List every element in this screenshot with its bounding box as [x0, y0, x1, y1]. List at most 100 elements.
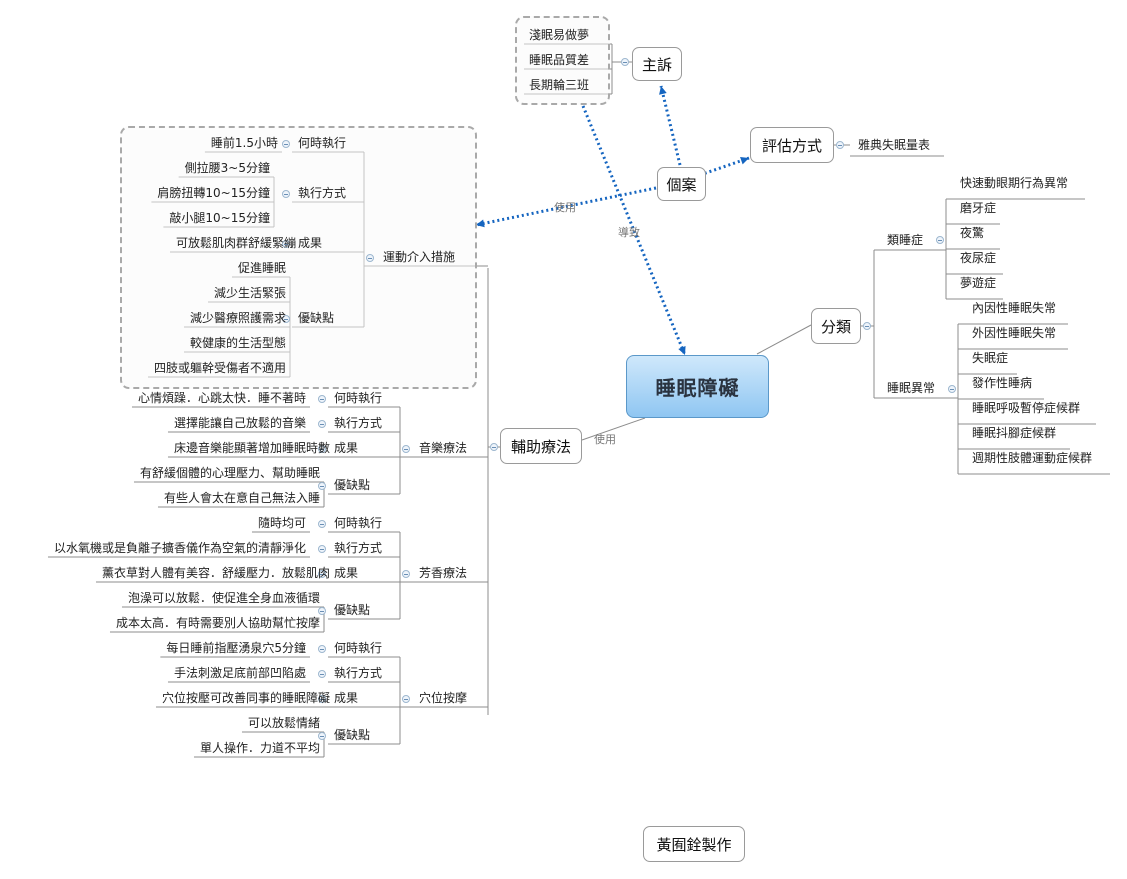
exercise-result-item[interactable]: 可放鬆肌肉群舒緩緊繃	[175, 236, 296, 250]
music-when-item[interactable]: 心情煩躁．心跳太快．睡不著時	[137, 391, 306, 405]
music-how-toggle-icon[interactable]	[318, 420, 326, 428]
aroma-proscons-item[interactable]: 泡澡可以放鬆．使促進全身血液循環	[127, 591, 320, 605]
exercise-topic-label[interactable]: 運動介入措施	[383, 250, 456, 264]
dyssomnia-toggle-icon[interactable]	[948, 385, 956, 393]
parasomnia-label[interactable]: 類睡症	[887, 233, 924, 247]
dyssomnia-item[interactable]: 睡眠呼吸暫停症候群	[972, 401, 1081, 415]
exercise-how-item[interactable]: 敲小腿10~15分鐘	[169, 211, 270, 225]
acupressure-result-label[interactable]: 成果	[334, 691, 359, 705]
acupressure-how-label[interactable]: 執行方式	[334, 666, 383, 680]
complaint-node[interactable]: 主訴	[632, 47, 682, 81]
rel-arrow-exercise	[475, 186, 657, 227]
arrow-head-icon	[659, 86, 667, 95]
acupressure-how-item[interactable]: 手法刺激足底前部凹陷處	[173, 666, 306, 680]
aroma-when-toggle-icon[interactable]	[318, 520, 326, 528]
acupressure-when-item[interactable]: 每日睡前指壓湧泉穴5分鐘	[166, 641, 306, 655]
exercise-how-toggle-icon[interactable]	[282, 190, 290, 198]
dyssomnia-item[interactable]: 失眠症	[972, 351, 1009, 365]
exercise-how-item[interactable]: 肩膀扭轉10~15分鐘	[157, 186, 270, 200]
music-proscons-toggle-icon[interactable]	[318, 482, 326, 490]
aroma-result-toggle-icon[interactable]	[318, 570, 326, 578]
music-toggle-icon[interactable]	[402, 445, 410, 453]
acupressure-topic-label[interactable]: 穴位按摩	[419, 691, 468, 705]
music-when-label[interactable]: 何時執行	[334, 391, 383, 405]
aroma-topic-label[interactable]: 芳香療法	[419, 566, 468, 580]
aroma-proscons-item[interactable]: 成本太高．有時需要別人協助幫忙按摩	[115, 616, 320, 630]
acupressure-result-toggle-icon[interactable]	[318, 695, 326, 703]
aroma-result-item[interactable]: 薰衣草對人體有美容．舒緩壓力．放鬆肌肉	[101, 566, 330, 580]
dyssomnia-label[interactable]: 睡眠異常	[887, 381, 936, 395]
dyssomnia-item[interactable]: 睡眠抖腳症候群	[972, 426, 1057, 440]
parasomnia-item[interactable]: 夢遊症	[960, 276, 997, 290]
acupressure-proscons-item[interactable]: 可以放鬆情緒	[247, 716, 320, 730]
complaint-toggle-icon[interactable]	[621, 58, 629, 66]
aroma-proscons-label[interactable]: 優缺點	[334, 603, 371, 617]
exercise-proscons-item[interactable]: 減少生活緊張	[213, 286, 286, 300]
aroma-result-label[interactable]: 成果	[334, 566, 359, 580]
aroma-when-item[interactable]: 隨時均可	[257, 516, 306, 530]
parasomnia-item[interactable]: 快速動眼期行為異常	[960, 176, 1069, 190]
dyssomnia-item[interactable]: 發作性睡病	[972, 376, 1033, 390]
complaint-item[interactable]: 睡眠品質差	[529, 53, 590, 67]
therapy-node[interactable]: 輔助療法	[500, 428, 582, 464]
author-credit[interactable]: 黃囿銓製作	[643, 826, 745, 862]
music-how-item[interactable]: 選擇能讓自己放鬆的音樂	[173, 416, 306, 430]
aroma-how-label[interactable]: 執行方式	[334, 541, 383, 555]
exercise-proscons-item[interactable]: 四肢或軀幹受傷者不適用	[153, 361, 286, 375]
exercise-proscons-item[interactable]: 較健康的生活型態	[189, 336, 286, 350]
exercise-when-item[interactable]: 睡前1.5小時	[210, 136, 278, 150]
acupressure-when-toggle-icon[interactable]	[318, 645, 326, 653]
aroma-proscons-toggle-icon[interactable]	[318, 607, 326, 615]
music-proscons-item[interactable]: 有舒緩個體的心理壓力、幫助睡眠	[139, 466, 320, 480]
parasomnia-item[interactable]: 磨牙症	[960, 201, 997, 215]
music-result-item[interactable]: 床邊音樂能顯著增加睡眠時數	[173, 441, 330, 455]
aroma-how-item[interactable]: 以水氧機或是負離子擴香儀作為空氣的清靜淨化	[53, 541, 306, 555]
arrow-head-icon	[740, 156, 749, 165]
therapy-toggle-icon[interactable]	[490, 443, 498, 451]
exercise-when-toggle-icon[interactable]	[282, 140, 290, 148]
acupressure-toggle-icon[interactable]	[402, 695, 410, 703]
music-when-toggle-icon[interactable]	[318, 395, 326, 403]
acupressure-proscons-label[interactable]: 優缺點	[334, 728, 371, 742]
complaint-item[interactable]: 淺眠易做夢	[529, 28, 590, 42]
dyssomnia-item[interactable]: 週期性肢體運動症候群	[972, 451, 1093, 465]
aroma-how-toggle-icon[interactable]	[318, 545, 326, 553]
music-proscons-label[interactable]: 優缺點	[334, 478, 371, 492]
aroma-when-label[interactable]: 何時執行	[334, 516, 383, 530]
exercise-how-item[interactable]: 側拉腰3~5分鐘	[184, 161, 270, 175]
music-result-toggle-icon[interactable]	[318, 445, 326, 453]
acupressure-proscons-toggle-icon[interactable]	[318, 732, 326, 740]
complaint-item[interactable]: 長期輪三班	[529, 78, 590, 92]
exercise-proscons-label[interactable]: 優缺點	[298, 311, 335, 325]
assessment-node[interactable]: 評估方式	[750, 127, 834, 163]
assessment-toggle-icon[interactable]	[836, 141, 844, 149]
exercise-how-label[interactable]: 執行方式	[298, 186, 347, 200]
acupressure-proscons-item[interactable]: 單人操作．力道不平均	[199, 741, 320, 755]
exercise-proscons-item[interactable]: 減少醫療照護需求	[189, 311, 286, 325]
parasomnia-item[interactable]: 夜尿症	[960, 251, 997, 265]
exercise-result-label[interactable]: 成果	[298, 236, 323, 250]
music-result-label[interactable]: 成果	[334, 441, 359, 455]
root-topic-sleep-disorder[interactable]: 睡眠障礙	[626, 355, 769, 418]
exercise-proscons-toggle-icon[interactable]	[282, 315, 290, 323]
case-node[interactable]: 個案	[657, 167, 706, 201]
parasomnia-item[interactable]: 夜驚	[960, 226, 985, 240]
acupressure-how-toggle-icon[interactable]	[318, 670, 326, 678]
acupressure-result-item[interactable]: 穴位按壓可改善同事的睡眠障礙	[161, 691, 330, 705]
music-topic-label[interactable]: 音樂療法	[419, 441, 468, 455]
classification-toggle-icon[interactable]	[863, 322, 871, 330]
parasomnia-toggle-icon[interactable]	[936, 236, 944, 244]
classification-node[interactable]: 分類	[811, 308, 861, 344]
exercise-toggle-icon[interactable]	[366, 254, 374, 262]
exercise-when-label[interactable]: 何時執行	[298, 136, 347, 150]
exercise-proscons-item[interactable]: 促進睡眠	[237, 261, 286, 275]
music-proscons-item[interactable]: 有些人會太在意自己無法入睡	[163, 491, 320, 505]
exercise-result-toggle-icon[interactable]	[282, 240, 290, 248]
aroma-toggle-icon[interactable]	[402, 570, 410, 578]
assessment-item[interactable]: 雅典失眠量表	[858, 138, 931, 152]
dyssomnia-item[interactable]: 內因性睡眠失常	[972, 301, 1057, 315]
dyssomnia-item[interactable]: 外因性睡眠失常	[972, 326, 1057, 340]
acupressure-when-label[interactable]: 何時執行	[334, 641, 383, 655]
music-how-label[interactable]: 執行方式	[334, 416, 383, 430]
